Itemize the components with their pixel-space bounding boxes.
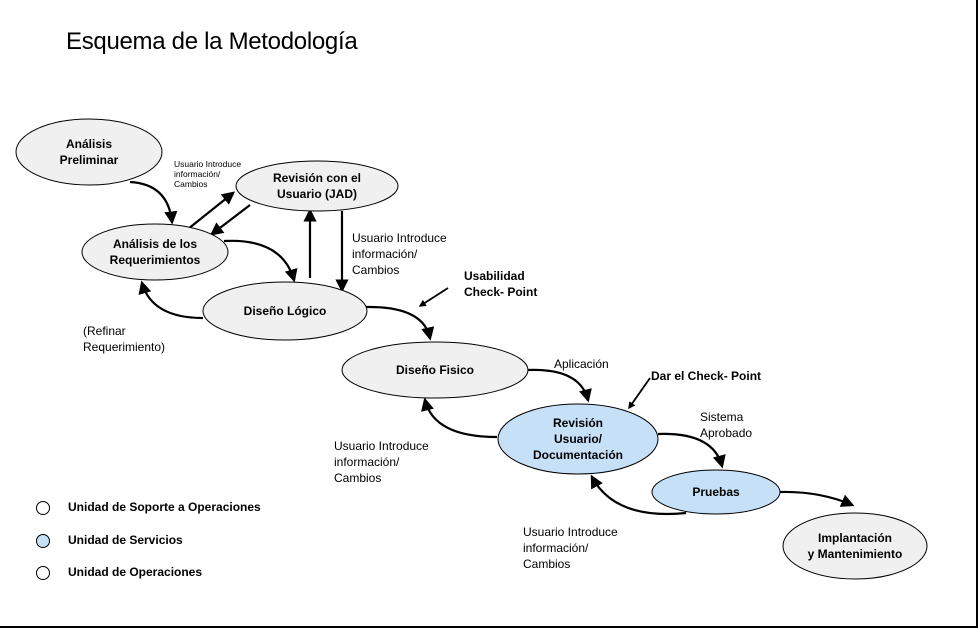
arrow-revision-to-fisico — [421, 397, 498, 439]
node-pruebas-label: Pruebas — [692, 485, 740, 499]
note-usuario-introduce-2: Usuario Introduce información/ Cambios — [334, 439, 429, 485]
diagram-title: Esquema de la Metodología — [66, 28, 358, 55]
node-implantacion-label: y Mantenimiento — [808, 547, 903, 561]
note-aplicacion: Aplicación — [554, 357, 609, 371]
arrow-logico-to-fisico — [365, 305, 435, 341]
legend-servicios-circle-icon — [36, 534, 50, 548]
node-revision-usuario-label: Documentación — [533, 448, 623, 462]
node-analisis-requerimientos-shape — [81, 223, 229, 281]
arrow-fisico-to-revision — [527, 368, 592, 403]
legend-item-servicios: Unidad de Servicios — [36, 531, 336, 551]
node-diseno-fisico: Diseño Fisico — [341, 341, 529, 399]
node-diseno-fisico-shape — [341, 341, 529, 399]
arrow-pruebas-to-implantacion — [779, 490, 855, 507]
node-revision-usuario-label: Revisión — [553, 416, 603, 430]
node-pruebas-shape — [651, 469, 781, 515]
node-diseno-fisico-label: Diseño Fisico — [396, 363, 474, 377]
node-revision-jad-label: Usuario (JAD) — [277, 187, 357, 201]
node-analisis-preliminar-label: Análisis — [66, 137, 112, 151]
node-diseno-logico: Diseño Lógico — [202, 281, 368, 341]
legend-item-operaciones: Unidad de Operaciones — [36, 563, 336, 583]
legend-item-soporte: Unidad de Soporte a Operaciones — [36, 498, 336, 518]
note-usuario-introduce-1: Usuario Introduce información/ Cambios — [352, 231, 447, 277]
arrow-pruebas-to-revision — [590, 474, 687, 515]
note-dar-check-point: Dar el Check- Point — [651, 369, 762, 383]
legend-operaciones-circle-icon — [36, 566, 50, 580]
node-implantacion-shape — [782, 512, 928, 580]
node-diseno-logico-shape — [202, 281, 368, 341]
node-revision-usuario-label: Usuario/ — [554, 432, 603, 446]
node-implantacion: Implantación y Mantenimiento — [782, 512, 928, 580]
arrow-revision-to-pruebas — [657, 432, 726, 469]
arrow-preliminar-to-requerimientos — [129, 180, 178, 225]
node-revision-jad-shape — [235, 160, 399, 212]
node-analisis-preliminar-shape — [15, 118, 163, 186]
node-revision-jad-label: Revisión con el — [273, 171, 361, 185]
node-diseno-logico-label: Diseño Lógico — [244, 304, 327, 318]
arrow-requerimientos-to-jad — [187, 191, 236, 230]
node-analisis-requerimientos-label: Análisis de los — [113, 237, 197, 251]
arrow-usabilidad-check — [418, 287, 449, 307]
legend-soporte-circle-icon — [36, 501, 50, 515]
node-analisis-requerimientos-label: Requerimientos — [110, 253, 201, 267]
node-pruebas: Pruebas — [651, 469, 781, 515]
legend-servicios-label: Unidad de Servicios — [68, 533, 183, 547]
arrow-logico-to-requerimientos — [138, 280, 204, 320]
node-revision-usuario-shape — [497, 403, 659, 475]
arrow-requerimientos-to-logico — [223, 239, 298, 283]
arrow-jad-to-requerimientos — [209, 204, 251, 236]
arrow-dar-check — [628, 377, 651, 410]
note-usuario-introduce-3: Usuario Introduce información/ Cambios — [523, 525, 618, 571]
node-analisis-preliminar-label: Preliminar — [60, 153, 119, 167]
legend-soporte-label: Unidad de Soporte a Operaciones — [68, 500, 261, 514]
legend-operaciones-label: Unidad de Operaciones — [68, 565, 203, 579]
node-revision-jad: Revisión con el Usuario (JAD) — [235, 160, 399, 212]
node-implantacion-label: Implantación — [818, 531, 892, 545]
